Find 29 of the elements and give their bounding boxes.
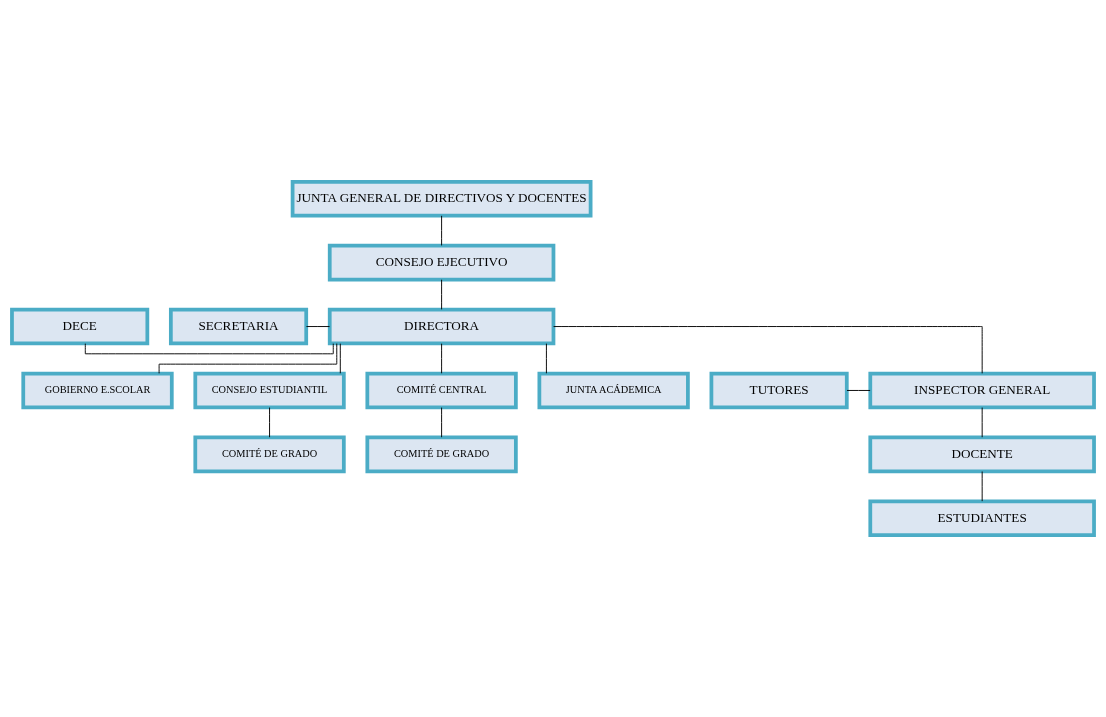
connector	[339, 343, 341, 374]
node-box: COMITÉ CENTRAL	[365, 371, 518, 410]
node-box: DIRECTORA	[327, 307, 556, 346]
connector	[305, 326, 331, 327]
node-box: JUNTA ACÁDEMICA	[537, 371, 690, 410]
node-box: ESTUDIANTES	[868, 499, 1096, 538]
connector	[269, 407, 271, 438]
node-box: CONSEJO ESTUDIANTIL	[193, 371, 346, 410]
connector	[84, 343, 334, 355]
connector	[981, 407, 983, 438]
node-box: JUNTA GENERAL DE DIRECTIVOS Y DOCENTES	[290, 179, 593, 218]
node-box: TUTORES	[709, 371, 849, 410]
connector	[441, 215, 443, 246]
node-box: GOBIERNO E.SCOLAR	[21, 371, 174, 410]
connector	[158, 343, 338, 374]
node-box: INSPECTOR GENERAL	[868, 371, 1096, 410]
node-box: DOCENTE	[868, 435, 1096, 474]
connector	[441, 279, 443, 310]
node-box: COMITÉ DE GRADO	[193, 435, 346, 474]
connector	[981, 471, 983, 502]
connector	[441, 407, 443, 438]
connector	[545, 343, 547, 374]
node-box: SECRETARIA	[168, 307, 309, 346]
connector	[553, 326, 983, 374]
connector	[441, 343, 443, 374]
node-box: COMITÉ DE GRADO	[365, 435, 518, 474]
node-box: CONSEJO EJECUTIVO	[327, 243, 556, 282]
node-box: DECE	[10, 307, 150, 346]
connector	[846, 390, 871, 391]
